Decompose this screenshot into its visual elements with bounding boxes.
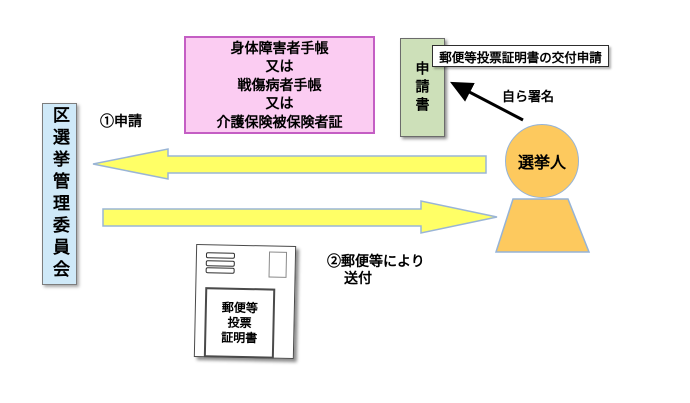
step2-label-line2: 送付 [344,270,372,286]
documents-line: 介護保険被保険者証 [216,113,343,130]
self-sign-arrow [450,81,524,122]
self-sign-label: 自ら署名 [502,89,555,104]
step1-label: ①申請 [100,113,142,129]
step2-label-line1: ②郵便等により [327,253,425,269]
documents-line: 又は [265,58,294,75]
documents-line: 身体障害者手帳 [230,39,329,56]
documents-line: 又は [265,95,294,112]
documents-box: 身体障害者手帳 又は 戦傷病者手帳 又は 介護保険被保険者証 [184,36,375,134]
committee-label: 区選挙管理委員会 [50,106,69,282]
certificate-line: 郵便等 [221,300,259,315]
certificate-line: 証明書 [221,330,258,345]
step2-label: ②郵便等により 送付 [327,253,425,287]
elector-body [494,198,591,253]
documents-line: 戦傷病者手帳 [237,76,322,93]
elector-label: 選挙人 [517,155,566,172]
cert-request-label: 郵便等投票証明書の交付申請 [439,50,602,65]
elector-figure: 選挙人 [505,124,579,198]
address-lines-icon [205,252,236,275]
committee-box: 区選挙管理委員会 [42,103,77,285]
stamp-icon [268,251,288,278]
arrow-send-right [102,200,498,234]
certificate-box: 郵便等 投票 証明書 [203,287,276,359]
application-form-label: 申請書 [414,60,431,115]
envelope: 郵便等 投票 証明書 [193,243,297,360]
certificate-line: 投票 [227,315,252,330]
cert-request-callout: 郵便等投票証明書の交付申請 [432,45,609,67]
arrow-apply-left [92,148,487,180]
